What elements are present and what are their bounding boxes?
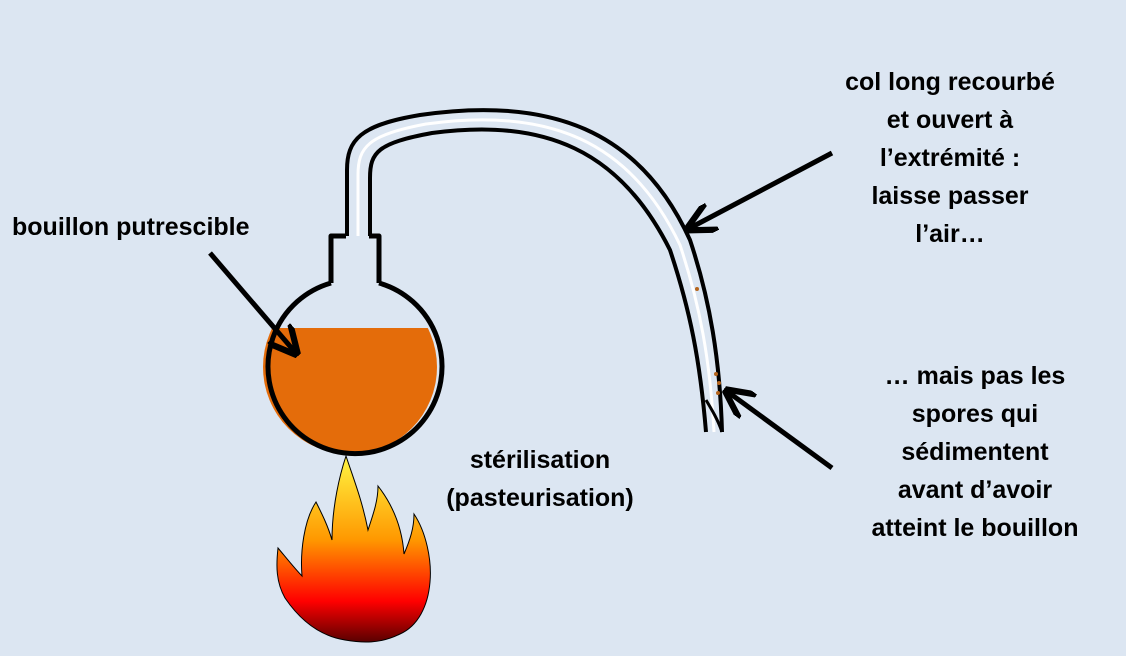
label-neck: col long recourbé et ouvert à l’extrémit… <box>845 68 1055 248</box>
swan-neck-inner-wall <box>368 127 708 433</box>
swan-neck-inner-line <box>356 118 716 433</box>
neck-opening-lip <box>704 399 724 433</box>
arrow-broth <box>208 251 295 352</box>
spore-dot <box>695 287 699 291</box>
swan-neck-outer-wall <box>345 108 724 433</box>
spore-dot <box>717 381 721 385</box>
arrow-neck <box>690 150 834 228</box>
label-sterilization: stérilisation (pasteurisation) <box>446 446 634 512</box>
flask-mouth <box>328 233 382 283</box>
label-broth: bouillon putrescible <box>12 213 250 241</box>
spore-dot <box>716 391 720 395</box>
arrow-spores <box>728 392 834 471</box>
flame <box>276 454 431 643</box>
spore-dot <box>714 372 718 376</box>
label-spores: … mais pas les spores qui sédimentent av… <box>871 362 1079 542</box>
